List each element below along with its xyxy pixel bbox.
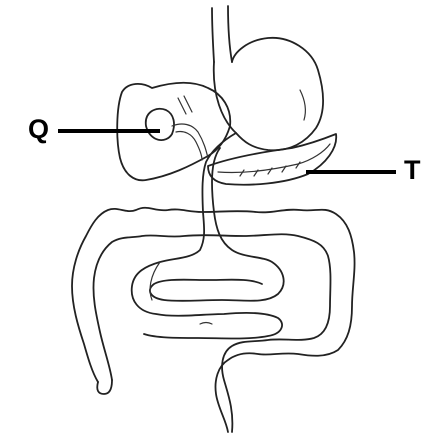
- small-intestine: [132, 212, 284, 339]
- bile-duct: [172, 96, 208, 160]
- oesophagus: [212, 6, 232, 62]
- pancreas: [208, 134, 336, 185]
- appendix: [97, 380, 112, 394]
- label-t: T: [404, 157, 421, 184]
- stomach-fold: [300, 90, 305, 120]
- label-q: Q: [28, 116, 49, 143]
- gall-bladder: [146, 109, 174, 140]
- large-intestine-inner: [93, 234, 330, 432]
